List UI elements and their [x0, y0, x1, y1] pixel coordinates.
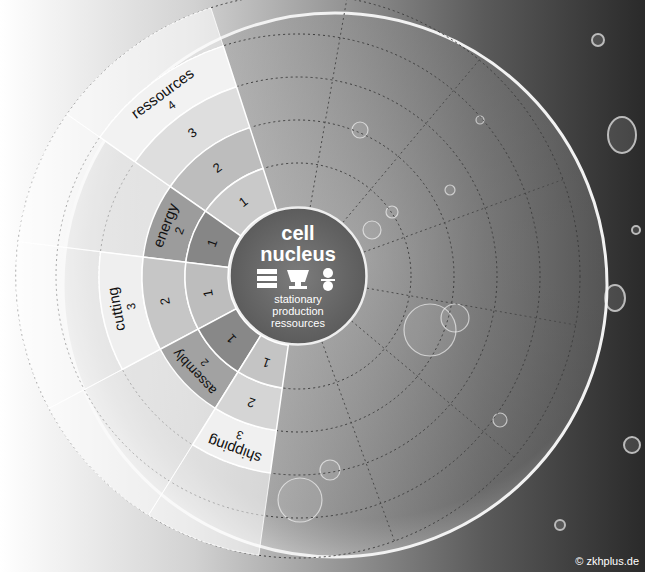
segment-line [343, 60, 479, 222]
copyright-note: © zkhplus.de [575, 555, 639, 567]
segment-line [310, 0, 347, 207]
segment-fill [186, 211, 241, 267]
nucleus-fill [230, 208, 367, 345]
nucleus-subtitle: stationary production ressources [260, 293, 336, 329]
nucleus-title: cell nucleus [250, 223, 346, 265]
production-icons [253, 267, 343, 291]
segment-fill [238, 335, 288, 388]
ring-segment: 1 [236, 333, 291, 390]
segment-line [367, 288, 576, 325]
segment-line [322, 342, 395, 541]
segment-line [364, 180, 563, 253]
ring-segment: 1 [183, 209, 242, 270]
segment-line [352, 321, 514, 457]
